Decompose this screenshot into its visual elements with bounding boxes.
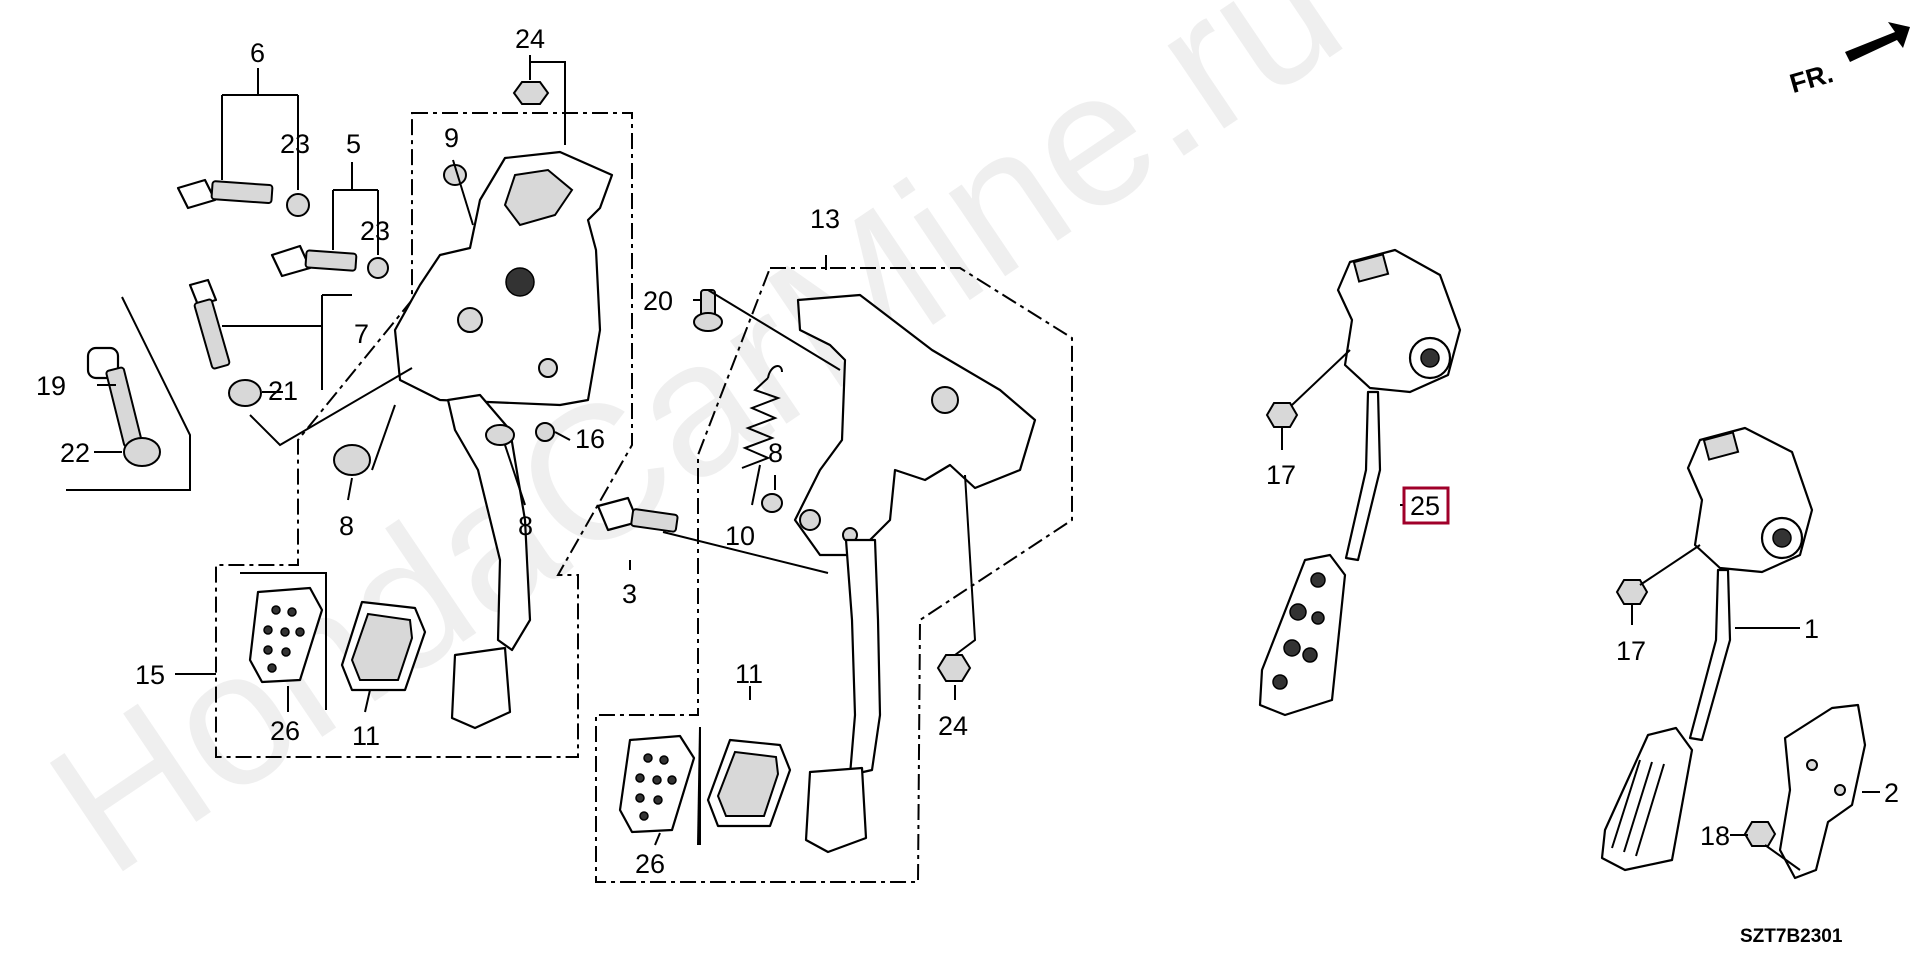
callout-20: 20 <box>643 286 673 316</box>
switch-threaded-shaft-icon <box>304 249 358 272</box>
bracket-slot <box>503 168 574 227</box>
switches-group <box>66 178 389 491</box>
spring-hook <box>767 365 783 379</box>
brake-pedal-bracket <box>793 293 1037 557</box>
bracket-hole <box>505 267 535 297</box>
flange-nut-icon <box>512 81 550 105</box>
callout-13: 13 <box>810 204 840 234</box>
accelerator-pedal-pad <box>1600 726 1694 872</box>
pedal-stop-rubber-icon <box>761 493 783 513</box>
flange-nut-icon <box>1615 579 1649 605</box>
pedal-stop-rubber-icon <box>485 424 515 446</box>
callout-25: 25 <box>1410 491 1440 521</box>
brake-pedal-assembly-group <box>595 267 1073 883</box>
callout-26: 26 <box>635 849 665 879</box>
callout-8: 8 <box>768 438 783 468</box>
leader-lines <box>94 55 1880 871</box>
callout-8: 8 <box>339 511 354 541</box>
left-pad-group <box>240 572 427 710</box>
locknut-icon <box>228 379 262 407</box>
callout-11: 11 <box>352 721 380 751</box>
callout-3: 3 <box>622 579 637 609</box>
bolt-shaft-icon <box>105 366 143 448</box>
pad-ribs <box>1611 759 1665 857</box>
callout-23: 23 <box>280 129 310 159</box>
pad-bracket-line <box>240 572 327 710</box>
callout-5: 5 <box>346 129 361 159</box>
callout-10: 10 <box>725 521 755 551</box>
callout-23: 23 <box>360 216 390 246</box>
callout-21: 21 <box>268 376 298 406</box>
return-spring-icon <box>741 377 781 469</box>
watermark: HondaCarMine.ru <box>14 0 1376 914</box>
front-label: FR. <box>1786 58 1836 99</box>
connector-tab-icon <box>1702 431 1740 461</box>
accelerator-arm <box>1688 568 1732 742</box>
callout-11: 11 <box>735 659 763 689</box>
callout-26: 26 <box>270 716 300 746</box>
sensor-connector-core <box>1420 348 1440 368</box>
callout-2: 2 <box>1884 778 1899 808</box>
callout-6: 6 <box>250 38 265 68</box>
locknut-icon <box>367 257 389 279</box>
front-direction-indicator: FR. <box>1786 22 1910 99</box>
callout-17: 17 <box>1266 460 1296 490</box>
callout-24: 24 <box>938 711 968 741</box>
switch-body-icon <box>176 178 217 210</box>
sensor-connector-core <box>1772 528 1792 548</box>
pedal-stop-rubber-icon <box>333 444 371 476</box>
flange-nut-icon <box>936 654 972 682</box>
center-pad-group <box>618 726 792 846</box>
locknut-icon <box>286 193 310 217</box>
accelerator-pedal-25 <box>1258 248 1462 717</box>
switch-body-icon <box>270 244 312 278</box>
flange-nut-icon <box>1265 402 1299 428</box>
diagram-code: SZT7B2301 <box>1740 926 1843 947</box>
accelerator-bracket <box>1778 703 1867 880</box>
callout-19: 19 <box>36 371 66 401</box>
bolt-flange-icon <box>693 312 723 332</box>
flange-nut-icon <box>1743 821 1777 847</box>
accelerator-pedal-1 <box>1600 426 1867 880</box>
callout-8: 8 <box>518 511 533 541</box>
highlight-box-25 <box>1402 486 1450 525</box>
clutch-pedal-plate <box>450 646 512 730</box>
group-outline-clutch <box>215 112 633 758</box>
brake-switch-shaft-icon <box>630 508 679 533</box>
callout-16: 16 <box>575 424 605 454</box>
callout-1: 1 <box>1804 614 1819 644</box>
front-arrow-icon <box>1845 22 1910 62</box>
nut-icon <box>123 437 161 467</box>
callout-17: 17 <box>1616 636 1646 666</box>
pedal-rubber-texture <box>350 612 414 681</box>
switch-threaded-shaft-icon <box>193 298 231 370</box>
brake-pedal-plate <box>804 766 868 854</box>
pedal-rubber-texture <box>716 750 780 817</box>
bracket-hole <box>799 509 821 531</box>
accelerator-arm <box>1344 390 1382 562</box>
group-outline-brake <box>595 267 1073 883</box>
callout-labels: 6 24 23 5 9 23 7 19 21 22 16 8 8 15 26 1… <box>36 24 1899 947</box>
callout-9: 9 <box>444 123 459 153</box>
nut-icon <box>535 422 555 442</box>
callout-15: 15 <box>135 660 165 690</box>
mount-line <box>66 296 191 491</box>
bracket-hole <box>931 386 959 414</box>
switch-threaded-shaft-icon <box>210 180 274 205</box>
bracket-hole <box>457 307 483 333</box>
connector-tab-icon <box>1352 253 1390 283</box>
clutch-pedal-bracket <box>393 150 614 407</box>
callout-7: 7 <box>354 319 369 349</box>
accelerator-pedal-pad <box>1258 553 1347 717</box>
bracket-hole <box>538 358 558 378</box>
callout-18: 18 <box>1700 821 1730 851</box>
callout-22: 22 <box>60 438 90 468</box>
brake-pedal-arm <box>844 538 882 777</box>
callout-24: 24 <box>515 24 545 54</box>
